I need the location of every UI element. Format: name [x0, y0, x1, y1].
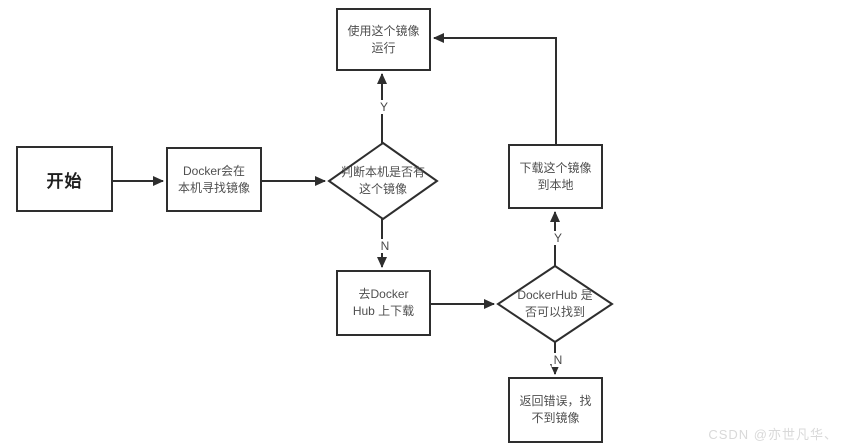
node-download-image: 下载这个镜像 到本地 [508, 144, 603, 209]
node-start-label: 开始 [46, 171, 83, 191]
decision-hub-diamond [496, 264, 614, 344]
decision-local-label: 判断本机是否有 这个镜像 [340, 165, 425, 196]
node-go-dockerhub: 去Docker Hub 上下载 [336, 270, 431, 336]
node-download-image-label: 下载这个镜像 到本地 [519, 160, 592, 192]
decision-hub-label: DockerHub 是 否可以找到 [517, 288, 593, 319]
node-start: 开始 [16, 146, 113, 212]
node-run-image-label: 使用这个镜像 运行 [347, 23, 420, 55]
decision-local-diamond [327, 141, 439, 221]
edge-download-to-run [433, 33, 557, 144]
watermark: CSDN @亦世凡华、 [708, 427, 838, 442]
node-return-error-label: 返回错误，找 不到镜像 [519, 394, 592, 425]
node-find-local-label: Docker会在 本机寻找镜像 [177, 163, 250, 195]
node-go-dockerhub-label: 去Docker Hub 上下载 [352, 287, 415, 318]
node-run-image: 使用这个镜像 运行 [336, 8, 431, 71]
node-find-local: Docker会在 本机寻找镜像 [166, 147, 262, 212]
node-return-error: 返回错误，找 不到镜像 [508, 377, 603, 443]
edge-label-local-yes: Y [377, 100, 391, 114]
edge-label-hub-yes: Y [551, 231, 565, 245]
edge-label-hub-no: N [551, 353, 565, 367]
edge-label-local-no: N [378, 239, 392, 253]
